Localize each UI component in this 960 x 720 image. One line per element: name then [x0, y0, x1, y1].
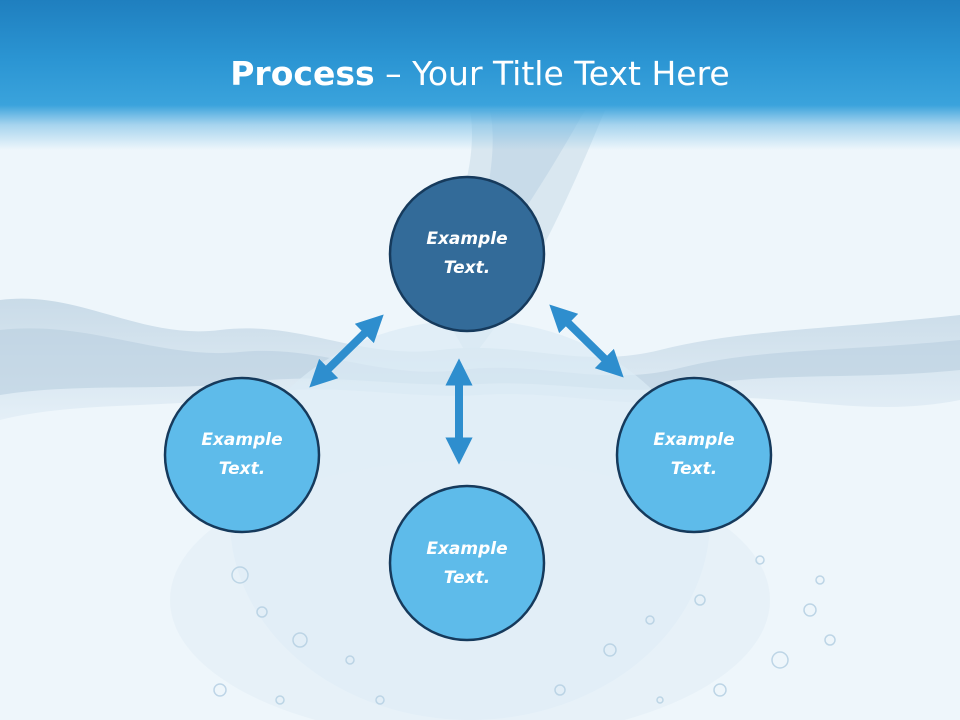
arrow-top-right — [549, 304, 624, 378]
node-right-circle — [615, 376, 773, 534]
node-left-line2: Text. — [218, 459, 266, 479]
node-right-line1: Example — [653, 430, 735, 450]
slide-title: Process – Your Title Text Here — [0, 52, 960, 96]
node-bottom-line2: Text. — [443, 568, 491, 588]
node-right-line2: Text. — [670, 459, 718, 479]
title-dash: – — [374, 54, 413, 93]
node-left-text: Example Text. — [172, 426, 312, 484]
node-top-circle — [388, 175, 546, 333]
arrow-top-left — [309, 314, 384, 388]
header-bar — [0, 0, 960, 150]
title-bold: Process — [230, 54, 375, 93]
node-bottom-line1: Example — [426, 539, 508, 559]
node-left-line1: Example — [201, 430, 283, 450]
node-top-line1: Example — [426, 229, 508, 249]
node-left-circle — [163, 376, 321, 534]
node-bottom-text: Example Text. — [397, 535, 537, 593]
node-top-line2: Text. — [443, 258, 491, 278]
title-rest: Your Title Text Here — [412, 54, 730, 93]
node-right-text: Example Text. — [624, 426, 764, 484]
node-bottom-circle — [388, 484, 546, 642]
node-top-text: Example Text. — [397, 225, 537, 283]
